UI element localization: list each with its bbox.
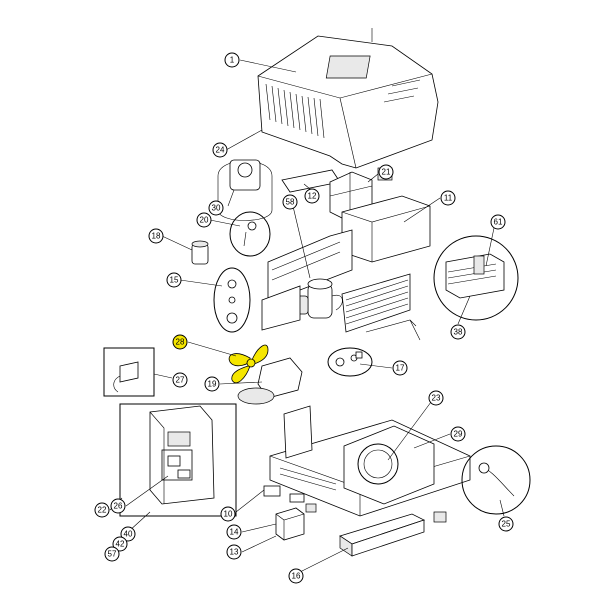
- callout-14[interactable]: 14: [226, 524, 242, 540]
- part-25-inset[interactable]: [461, 445, 531, 515]
- callout-20[interactable]: 20: [196, 212, 212, 228]
- svg-text:1: 1: [230, 56, 235, 65]
- svg-text:15: 15: [170, 276, 179, 285]
- svg-text:30: 30: [212, 204, 221, 213]
- svg-text:58: 58: [286, 198, 295, 207]
- svg-text:27: 27: [176, 376, 185, 385]
- compressor-assembly[interactable]: [261, 278, 343, 331]
- svg-text:19: 19: [208, 380, 217, 389]
- callout-42[interactable]: 42: [112, 536, 128, 552]
- part-27[interactable]: [103, 347, 155, 397]
- svg-text:22: 22: [98, 506, 107, 515]
- svg-text:10: 10: [224, 510, 233, 519]
- shroud-part[interactable]: [257, 28, 439, 169]
- callout-18[interactable]: 18: [148, 228, 164, 244]
- callout-10[interactable]: 10: [220, 506, 236, 522]
- svg-text:61: 61: [494, 218, 503, 227]
- callout-12[interactable]: 12: [304, 188, 320, 204]
- svg-text:12: 12: [308, 192, 317, 201]
- callout-22[interactable]: 22: [94, 502, 110, 518]
- callout-58[interactable]: 58: [282, 194, 298, 210]
- svg-text:23: 23: [432, 394, 441, 403]
- callout-17[interactable]: 17: [392, 360, 408, 376]
- part-20[interactable]: [229, 211, 271, 257]
- callout-57[interactable]: 57: [104, 546, 120, 562]
- callout-23[interactable]: 23: [428, 390, 444, 406]
- callout-16[interactable]: 16: [288, 568, 304, 584]
- svg-text:25: 25: [502, 520, 511, 529]
- hardware-part-17[interactable]: [327, 347, 373, 377]
- svg-text:18: 18: [152, 232, 161, 241]
- fan-blade-part-28[interactable]: [228, 344, 269, 384]
- inset-part-61-38[interactable]: [433, 235, 519, 321]
- svg-text:29: 29: [454, 430, 463, 439]
- part-15[interactable]: [213, 267, 251, 333]
- svg-text:17: 17: [396, 364, 405, 373]
- callout-15[interactable]: 15: [166, 272, 182, 288]
- svg-text:28: 28: [176, 338, 185, 347]
- svg-text:14: 14: [230, 528, 239, 537]
- callout-26[interactable]: 26: [110, 498, 126, 514]
- svg-text:26: 26: [114, 502, 123, 511]
- fan-motor-part-19[interactable]: [237, 357, 303, 405]
- base-pan-assembly[interactable]: [269, 405, 471, 517]
- svg-text:57: 57: [108, 550, 117, 559]
- callout-25[interactable]: 25: [498, 516, 514, 532]
- callout-27[interactable]: 27: [172, 372, 188, 388]
- callout-29[interactable]: 29: [450, 426, 466, 442]
- svg-text:11: 11: [444, 194, 453, 203]
- control-inset-22-26-40-42-57[interactable]: [119, 403, 237, 517]
- svg-text:16: 16: [292, 572, 301, 581]
- svg-text:40: 40: [124, 530, 133, 539]
- svg-text:24: 24: [216, 146, 225, 155]
- callout-13[interactable]: 13: [226, 544, 242, 560]
- callout-30[interactable]: 30: [208, 200, 224, 216]
- callout-24[interactable]: 24: [212, 142, 228, 158]
- callouts: 1 24 30 12 21 58 11 20 18 61 15 38 28 17…: [94, 52, 514, 584]
- callout-38[interactable]: 38: [450, 324, 466, 340]
- callout-19[interactable]: 19: [204, 376, 220, 392]
- part-18[interactable]: [191, 240, 209, 265]
- part-30[interactable]: [217, 159, 273, 221]
- callout-1[interactable]: 1: [224, 52, 240, 68]
- callout-28[interactable]: 28: [172, 334, 188, 350]
- drain-tray-part-16[interactable]: [339, 511, 447, 557]
- svg-text:13: 13: [230, 548, 239, 557]
- svg-text:20: 20: [200, 216, 209, 225]
- small-components-10-13-14[interactable]: [263, 485, 317, 541]
- svg-text:21: 21: [382, 168, 391, 177]
- callout-11[interactable]: 11: [440, 190, 456, 206]
- callout-40[interactable]: 40: [120, 526, 136, 542]
- svg-text:38: 38: [454, 328, 463, 337]
- callout-61[interactable]: 61: [490, 214, 506, 230]
- svg-text:42: 42: [116, 540, 125, 549]
- callout-21[interactable]: 21: [378, 164, 394, 180]
- coil-assembly[interactable]: [341, 273, 421, 341]
